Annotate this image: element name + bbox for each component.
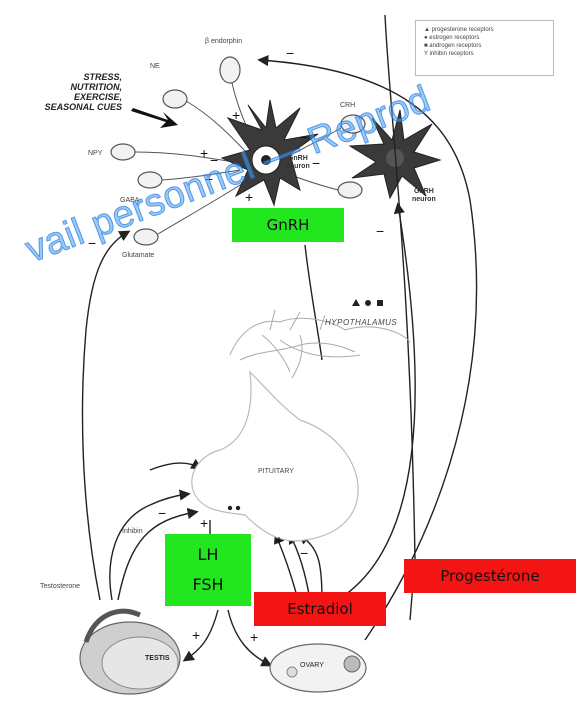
minus-sign: − [376, 223, 384, 239]
pituitary-gland [192, 372, 358, 541]
lh-fsh-box: LH FSH [165, 534, 251, 606]
npy-label: NPY [88, 150, 102, 157]
stress-cues-label: STRESS, NUTRITION, EXERCISE, SEASONAL CU… [22, 72, 122, 112]
ovary-label: OVARY [300, 662, 324, 669]
testosterone-label: Testosterone [40, 583, 80, 590]
plus-sign: + [200, 145, 208, 161]
hypothalamus-receptors [352, 299, 383, 306]
fsh-label: FSH [192, 570, 223, 600]
estradiol-box: Estradiol [254, 592, 386, 626]
plus-sign: + [200, 515, 208, 531]
glutamate-label: Glutamate [122, 252, 154, 259]
plus-sign: + [250, 629, 258, 645]
gnrh-box: GnRH [232, 208, 344, 242]
minus-sign: − [158, 505, 166, 521]
beta-endorphin-label: β endorphin [205, 38, 242, 45]
testis-label: TESTIS [145, 655, 170, 662]
hypothalamus-label: HYPOTHALAMUS [325, 318, 397, 327]
stress-arrow [131, 108, 178, 128]
testis [80, 611, 180, 694]
plus-sign: + [192, 627, 200, 643]
plus-sign: + [275, 532, 283, 548]
plus-sign: + [245, 189, 253, 205]
pituitary-label: PITUITARY [258, 468, 294, 475]
inhibin-label: Inhibin [122, 528, 143, 535]
progesterone-box: Progestérone [404, 559, 576, 593]
lh-label: LH [198, 540, 219, 570]
minus-sign: − [300, 545, 308, 561]
plus-sign: + [232, 107, 240, 123]
ne-label: NE [150, 63, 160, 70]
legend-item: ▲ progesterone receptors [416, 26, 553, 34]
minus-sign: − [286, 45, 294, 61]
